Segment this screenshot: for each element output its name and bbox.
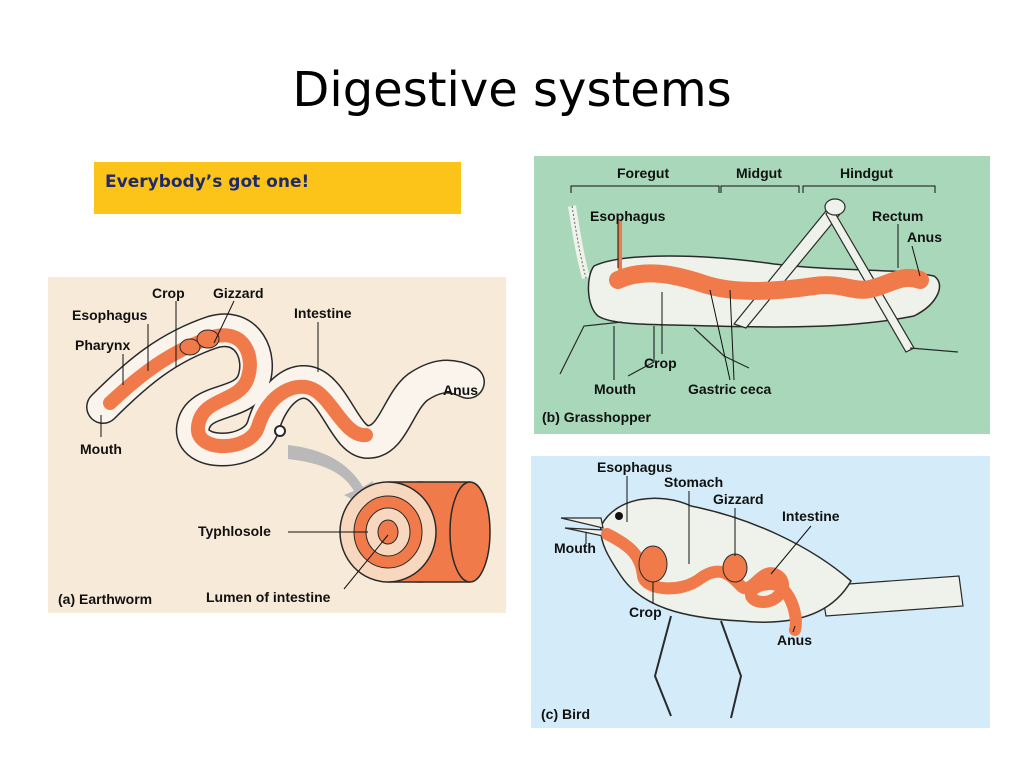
- earthworm-panel: Crop Gizzard Esophagus Pharynx Intestine…: [48, 277, 506, 613]
- grasshopper-diagram: Foregut Midgut Hindgut Esophagus Rectum …: [534, 156, 990, 434]
- grasshopper-label-anus: Anus: [907, 229, 942, 245]
- grasshopper-label-foregut: Foregut: [617, 165, 669, 181]
- bird-caption: (c) Bird: [541, 706, 590, 722]
- grasshopper-label-esophagus: Esophagus: [590, 208, 666, 224]
- grasshopper-label-midgut: Midgut: [736, 165, 782, 181]
- callout-box: Everybody’s got one!: [94, 162, 461, 214]
- bird-label-anus: Anus: [777, 632, 812, 648]
- grasshopper-panel: Foregut Midgut Hindgut Esophagus Rectum …: [534, 156, 990, 434]
- bird-label-intestine: Intestine: [782, 508, 840, 524]
- earthworm-label-lumen: Lumen of intestine: [206, 589, 331, 605]
- bird-panel: Esophagus Stomach Gizzard Intestine Mout…: [531, 456, 990, 728]
- bird-diagram: Esophagus Stomach Gizzard Intestine Mout…: [531, 456, 990, 728]
- bird-label-crop: Crop: [629, 604, 662, 620]
- earthworm-label-gizzard: Gizzard: [213, 285, 264, 301]
- bird-label-mouth: Mouth: [554, 540, 596, 556]
- earthworm-label-intestine: Intestine: [294, 305, 352, 321]
- grasshopper-label-mouth: Mouth: [594, 381, 636, 397]
- earthworm-label-typhlosole: Typhlosole: [198, 523, 271, 539]
- earthworm-diagram: Crop Gizzard Esophagus Pharynx Intestine…: [48, 277, 506, 613]
- earthworm-label-esophagus: Esophagus: [72, 307, 148, 323]
- grasshopper-caption: (b) Grasshopper: [542, 409, 651, 425]
- earthworm-label-pharynx: Pharynx: [75, 337, 130, 353]
- grasshopper-label-hindgut: Hindgut: [840, 165, 893, 181]
- grasshopper-label-rectum: Rectum: [872, 208, 923, 224]
- slide-title: Digestive systems: [292, 62, 732, 118]
- bird-label-stomach: Stomach: [664, 474, 723, 490]
- bird-label-esophagus: Esophagus: [597, 459, 673, 475]
- bird-label-gizzard: Gizzard: [713, 491, 764, 507]
- earthworm-label-crop: Crop: [152, 285, 185, 301]
- earthworm-caption: (a) Earthworm: [58, 591, 152, 607]
- callout-text: Everybody’s got one!: [105, 172, 310, 192]
- grasshopper-label-crop: Crop: [644, 355, 677, 371]
- earthworm-label-anus: Anus: [443, 382, 478, 398]
- grasshopper-label-gastric-ceca: Gastric ceca: [688, 381, 771, 397]
- earthworm-label-mouth: Mouth: [80, 441, 122, 457]
